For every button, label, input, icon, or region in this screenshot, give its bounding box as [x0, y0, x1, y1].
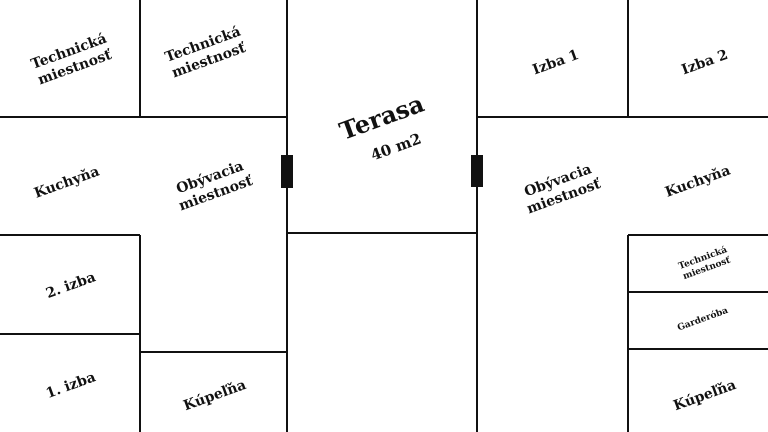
door-left	[281, 155, 293, 188]
door-right	[471, 155, 483, 187]
